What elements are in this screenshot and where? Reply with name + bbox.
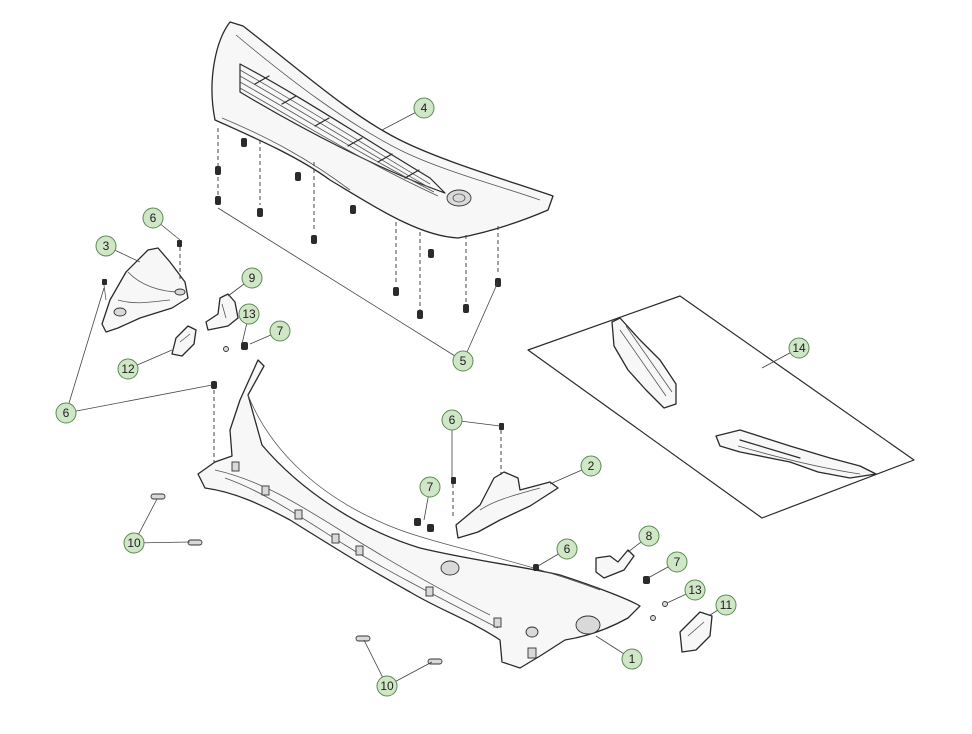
svg-text:6: 6 <box>150 211 157 225</box>
svg-text:2: 2 <box>588 459 595 473</box>
callout-6: 6 <box>142 207 164 229</box>
bracket-11 <box>679 611 713 653</box>
svg-text:12: 12 <box>121 362 135 376</box>
fasteners-left <box>211 342 248 462</box>
svg-text:7: 7 <box>674 555 681 569</box>
svg-text:5: 5 <box>460 354 467 368</box>
svg-text:6: 6 <box>449 413 456 427</box>
bracket-8 <box>595 549 635 579</box>
callout-14: 14 <box>788 337 810 359</box>
svg-text:6: 6 <box>564 542 571 556</box>
svg-text:7: 7 <box>277 324 284 338</box>
washer-nozzle-hole <box>446 189 472 207</box>
svg-text:8: 8 <box>646 529 653 543</box>
cowl-top-panel <box>211 21 554 239</box>
callout-2: 2 <box>580 455 602 477</box>
callout-10: 10 <box>376 675 398 697</box>
callout-3: 3 <box>95 235 117 257</box>
bracket-9 <box>205 293 239 331</box>
callout-6: 6 <box>556 538 578 560</box>
svg-text:9: 9 <box>249 271 256 285</box>
callout-13: 13 <box>238 303 260 325</box>
svg-text:13: 13 <box>688 583 702 597</box>
svg-text:13: 13 <box>242 307 256 321</box>
callout-6: 6 <box>55 402 77 424</box>
fasteners-middle <box>414 518 434 532</box>
svg-text:3: 3 <box>103 239 110 253</box>
callout-8: 8 <box>638 525 660 547</box>
callout-12: 12 <box>117 358 139 380</box>
cowl-lower-panel <box>197 359 641 669</box>
svg-text:4: 4 <box>421 101 428 115</box>
leader-lines <box>65 107 800 687</box>
grommets <box>150 493 443 665</box>
callout-5: 5 <box>452 350 474 372</box>
svg-text:7: 7 <box>427 480 434 494</box>
callout-6: 6 <box>441 409 463 431</box>
callout-4: 4 <box>413 97 435 119</box>
callout-13: 13 <box>684 579 706 601</box>
svg-text:6: 6 <box>63 406 70 420</box>
callout-11: 11 <box>715 594 737 616</box>
cowl-grille <box>239 63 446 197</box>
svg-text:10: 10 <box>380 679 394 693</box>
inset-panel-14 <box>527 295 915 519</box>
callout-9: 9 <box>241 267 263 289</box>
bracket-12 <box>171 325 197 357</box>
callout-1: 1 <box>621 648 643 670</box>
svg-text:14: 14 <box>792 341 806 355</box>
callout-7: 7 <box>269 320 291 342</box>
svg-text:11: 11 <box>720 598 733 612</box>
svg-text:10: 10 <box>127 536 141 550</box>
callout-7: 7 <box>419 476 441 498</box>
right-end-bracket <box>451 423 559 539</box>
svg-text:1: 1 <box>629 652 636 666</box>
callout-7: 7 <box>666 551 688 573</box>
callout-10: 10 <box>123 532 145 554</box>
left-end-bracket <box>101 240 189 333</box>
